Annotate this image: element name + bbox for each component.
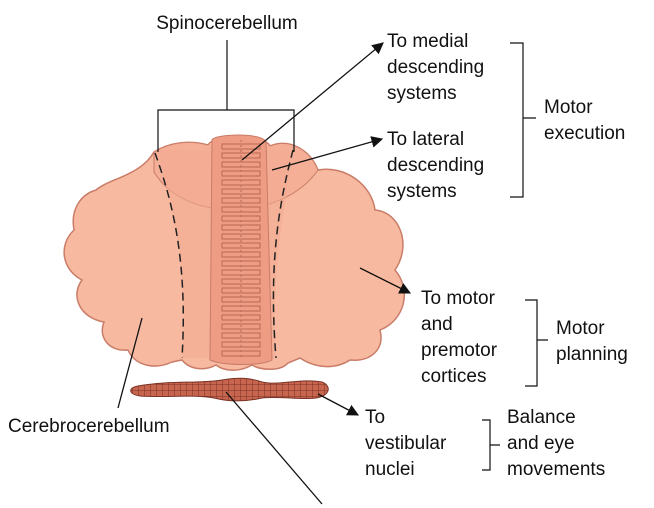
label-motor-execution-2: execution [544, 123, 625, 144]
label-motor-planning-1: Motor [556, 318, 605, 339]
label-medial-3: systems [387, 83, 457, 104]
brackets [482, 43, 548, 470]
bracket-motor-planning [525, 300, 548, 386]
arrow-to-medial [242, 43, 383, 160]
label-spinocerebellum: Spinocerebellum [156, 13, 298, 34]
label-cerebrocerebellum: Cerebrocerebellum [8, 416, 170, 437]
pointer-flocculonodular [226, 392, 322, 504]
flocculonodular-lobe [131, 378, 329, 401]
label-motor-planning-2: planning [556, 344, 628, 365]
bracket-balance [482, 420, 500, 470]
label-motor-cortex-1: To motor [421, 288, 496, 309]
label-medial-1: To medial [387, 31, 468, 52]
label-vestibular-1: To [365, 407, 385, 428]
label-motor-cortex-2: and [421, 314, 453, 335]
label-motor-cortex-3: premotor [421, 340, 498, 361]
label-lateral-3: systems [387, 181, 457, 202]
label-medial-2: descending [387, 57, 484, 78]
bracket-motor-execution [510, 43, 536, 197]
arrow-to-vestibular [318, 394, 358, 415]
label-lateral-2: descending [387, 155, 484, 176]
cerebellum [64, 135, 404, 370]
label-motor-cortex-4: cortices [421, 366, 486, 387]
label-vestibular-2: vestibular [365, 433, 447, 454]
label-balance-3: movements [507, 459, 605, 480]
label-lateral-1: To lateral [387, 129, 464, 150]
label-vestibular-3: nuclei [365, 459, 415, 480]
label-motor-execution-1: Motor [544, 97, 593, 118]
label-balance-2: and eye [507, 433, 575, 454]
label-balance-1: Balance [507, 407, 576, 428]
